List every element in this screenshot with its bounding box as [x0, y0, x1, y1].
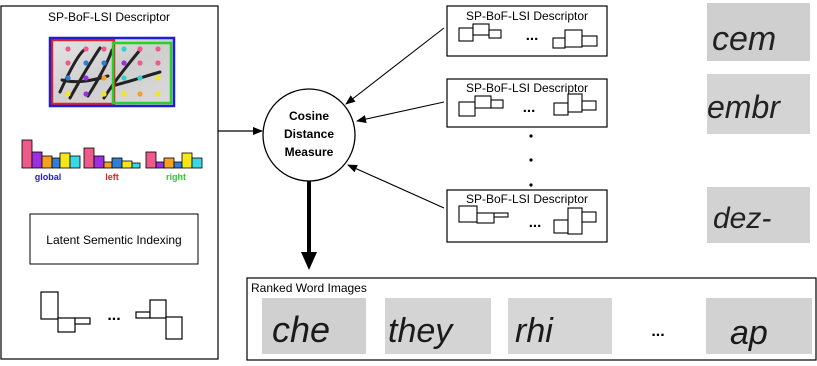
- spatial-pyramid-image: [48, 36, 176, 108]
- word-image-text: embr: [707, 89, 781, 125]
- cosine-line3: Measure: [285, 145, 334, 159]
- ranked-word-image-4: ap: [706, 298, 812, 354]
- descriptor-glyph-right: [135, 299, 183, 340]
- ranked-word-text: che: [272, 309, 330, 350]
- keypoint-dots: [65, 46, 161, 97]
- word-image-text: cem: [712, 20, 776, 58]
- global-histogram: [21, 139, 81, 169]
- word-image-text: dez-: [713, 202, 771, 235]
- ranked-word-image-3: rhi: [508, 298, 612, 354]
- left-histogram: [83, 147, 141, 169]
- right-histogram: [145, 151, 203, 169]
- lsi-box: [29, 213, 199, 265]
- descriptor-glyph-left: [40, 291, 91, 333]
- descriptor-ellipsis: ...: [526, 27, 539, 44]
- left-ellipsis: ...: [107, 307, 120, 324]
- ranked-word-image-2: they: [385, 298, 491, 354]
- word-image-cem: cem: [707, 3, 810, 61]
- descriptor-title: SP-BoF-LSI Descriptor: [466, 192, 588, 206]
- histogram-label-left: left: [105, 172, 119, 182]
- histogram-label-global: global: [35, 172, 62, 182]
- left-descriptor-panel: SP-BoF-LSI Descriptor: [0, 5, 219, 360]
- ranked-word-text: rhi: [515, 312, 554, 350]
- histogram-label-right: right: [166, 172, 186, 182]
- cosine-distance-node: Cosine Distance Measure: [262, 88, 356, 182]
- ranked-word-text: they: [388, 312, 454, 350]
- descriptor-box-1: SP-BoF-LSI Descriptor ...: [446, 5, 608, 57]
- ranked-ellipsis: ...: [651, 323, 664, 340]
- descriptor-box-2: SP-BoF-LSI Descriptor ...: [446, 78, 608, 128]
- global-region-box: [48, 36, 176, 108]
- descriptor-box-3: SP-BoF-LSI Descriptor ...: [446, 189, 608, 243]
- descriptor-title: SP-BoF-LSI Descriptor: [466, 81, 588, 95]
- cosine-line1: Cosine: [289, 109, 329, 123]
- descriptor2-to-center-arrow: [356, 101, 445, 123]
- left-panel-title: SP-BoF-LSI Descriptor: [48, 10, 170, 24]
- ranked-panel-title: Ranked Word Images: [251, 281, 367, 295]
- word-image-embr: embr: [707, 74, 810, 134]
- ranked-word-images-panel: Ranked Word Images che they rhi ... ap: [246, 277, 817, 361]
- descriptor-title: SP-BoF-LSI Descriptor: [466, 9, 588, 23]
- right-region-box: [111, 41, 173, 105]
- descriptor3-to-center-arrow: [347, 164, 445, 209]
- vertical-dots: [529, 134, 533, 187]
- lsi-label: Latent Sementic Indexing: [46, 233, 181, 247]
- descriptor-ellipsis: ...: [529, 214, 542, 231]
- word-image-dez: dez-: [707, 187, 810, 243]
- ranked-word-image-1: che: [262, 298, 366, 354]
- descriptor-ellipsis: ...: [523, 99, 536, 116]
- descriptor1-to-center-arrow: [345, 27, 445, 105]
- ranked-word-text: ap: [730, 314, 768, 352]
- cosine-line2: Distance: [284, 127, 334, 141]
